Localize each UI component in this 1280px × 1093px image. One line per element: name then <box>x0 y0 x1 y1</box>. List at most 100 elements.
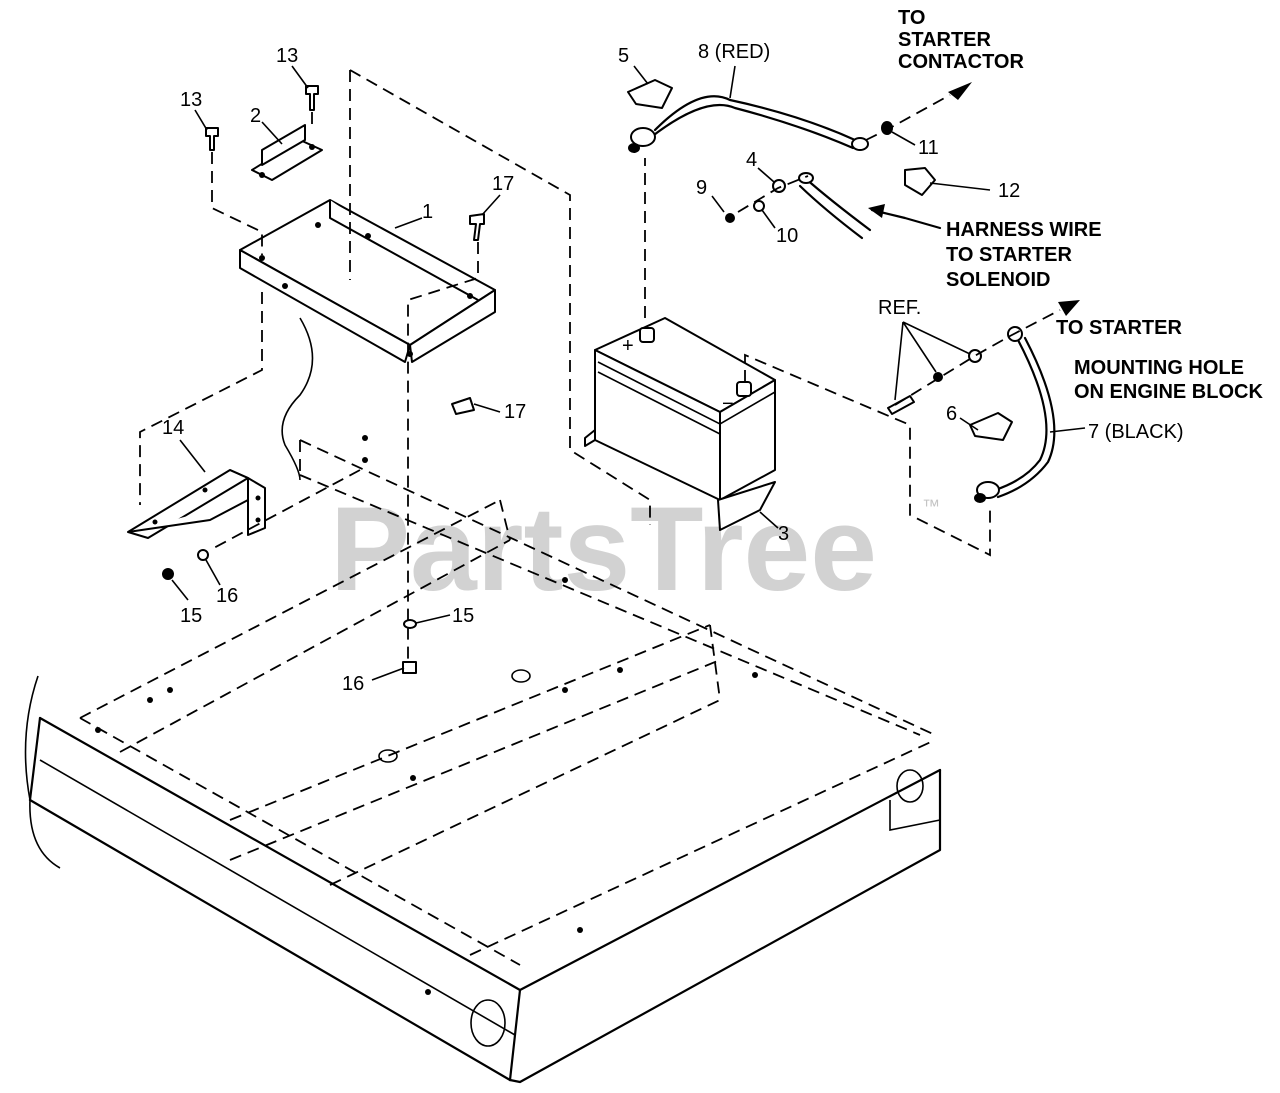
arrow-to-starter <box>1058 300 1080 316</box>
positive-sign: + <box>622 335 634 357</box>
callout-16a: 16 <box>216 585 238 607</box>
callout-13a: 13 <box>180 89 202 111</box>
frame-hole-small <box>167 687 173 693</box>
crossmember-low <box>329 699 721 886</box>
leader-16a <box>205 559 221 586</box>
callout-11: 11 <box>918 137 939 159</box>
callout-17a: 17 <box>492 173 514 195</box>
clamp-side <box>261 124 306 166</box>
inner-rail-4 <box>79 499 501 719</box>
frame-break-line <box>24 675 61 869</box>
battery-base-clip <box>717 481 776 531</box>
callout-7: 7 (BLACK) <box>1088 421 1184 443</box>
callout-12: 12 <box>998 180 1020 202</box>
callout-8: 8 (RED) <box>698 41 770 63</box>
callout-5: 5 <box>618 45 629 67</box>
battery-tray <box>239 199 496 363</box>
bracket-hole <box>255 495 261 501</box>
arrow-to-contactor <box>948 82 972 100</box>
front-rail-bottom <box>28 798 512 1082</box>
leader-8 <box>729 65 736 99</box>
inner-rail-3 <box>299 439 936 736</box>
align-17a <box>407 242 479 660</box>
tray-hole <box>282 283 288 289</box>
crossmember-bottom <box>229 659 721 861</box>
positive-terminal-boot <box>627 79 673 109</box>
annotation-contactor-line-3: CONTACTOR <box>898 51 1024 73</box>
frame-hole-small <box>362 457 368 463</box>
annotation-to-starter: TO STARTER <box>1056 317 1182 339</box>
clamp-hole <box>309 144 315 150</box>
harness-wire-a <box>803 176 872 232</box>
front-rail-left <box>28 716 42 802</box>
frame-hole-front <box>470 999 506 1047</box>
frame-hole-small <box>562 577 568 583</box>
callout-4: 4 <box>746 149 757 171</box>
bracket-hole <box>152 519 158 525</box>
negative-cable-wire-2 <box>996 336 1056 499</box>
positive-cable-wire-1 <box>653 95 857 142</box>
annotation-harness-line-1: HARNESS WIRE <box>946 219 1102 241</box>
frame-hole-small <box>752 672 758 678</box>
washer-15b <box>403 619 417 629</box>
leader-17a <box>481 194 501 216</box>
callout-6: 6 <box>946 403 957 425</box>
washer-16a <box>197 549 209 561</box>
align-bracket-nut <box>209 469 361 551</box>
inner-rail-5 <box>119 539 511 753</box>
callout-13b: 13 <box>276 45 298 67</box>
side-rail-right <box>508 768 942 1084</box>
nut-9 <box>725 213 735 223</box>
align-negative <box>744 353 991 557</box>
bolt-13b <box>305 85 319 111</box>
frame-hole <box>511 669 531 683</box>
callout-15a: 15 <box>180 605 202 627</box>
bolt-17a <box>469 213 485 241</box>
inner-rail-edge <box>499 499 511 541</box>
bracket-hole <box>202 487 208 493</box>
inner-rail-2 <box>299 474 921 736</box>
inner-rail-1 <box>79 717 521 966</box>
annotation-harness-line-3: SOLENOID <box>946 269 1050 291</box>
callout-9: 9 <box>696 177 707 199</box>
negative-sign: − <box>722 393 734 415</box>
frame-hole-small <box>362 435 368 441</box>
watermark-trademark: ™ <box>922 496 940 516</box>
watermark: PartsTree ™ <box>330 482 940 616</box>
leader-16b <box>371 667 405 681</box>
negative-cable-wire-1 <box>993 338 1048 492</box>
leader-ref <box>894 321 971 401</box>
leader-12 <box>929 182 991 191</box>
battery-band-2 <box>597 371 721 435</box>
callout-15b: 15 <box>452 605 474 627</box>
frame-hole <box>378 749 398 763</box>
battery-band <box>597 361 776 425</box>
negative-terminal-boot <box>969 412 1013 441</box>
align-battery-outline <box>349 69 651 525</box>
front-rail-crease <box>39 759 516 1036</box>
crossmember-edge <box>709 624 721 701</box>
tray-hole <box>259 255 265 261</box>
arrow-harness <box>868 204 885 218</box>
battery-side <box>719 379 776 501</box>
callout-1: 1 <box>422 201 433 223</box>
leader-6 <box>959 417 979 431</box>
annotation-mounting-line-2: ON ENGINE BLOCK <box>1074 381 1263 403</box>
annotations: TO STARTER CONTACTOR HARNESS WIRE TO STA… <box>878 7 1263 403</box>
leader-17b <box>473 403 501 413</box>
harness-wire-b <box>798 184 864 240</box>
positive-terminal <box>639 327 655 343</box>
callout-17b: 17 <box>504 401 526 423</box>
frame-bracket-right <box>889 800 941 831</box>
frame-hole-small <box>410 775 416 781</box>
crossmember-top <box>229 624 711 821</box>
negative-terminal <box>736 381 752 397</box>
callout-2: 2 <box>250 105 261 127</box>
negative-cable-nut <box>974 493 986 503</box>
tray-hole <box>315 222 321 228</box>
support-bracket <box>127 469 266 539</box>
tray-hole <box>467 293 473 299</box>
washer-10 <box>753 200 765 212</box>
align-starter <box>894 309 1061 406</box>
